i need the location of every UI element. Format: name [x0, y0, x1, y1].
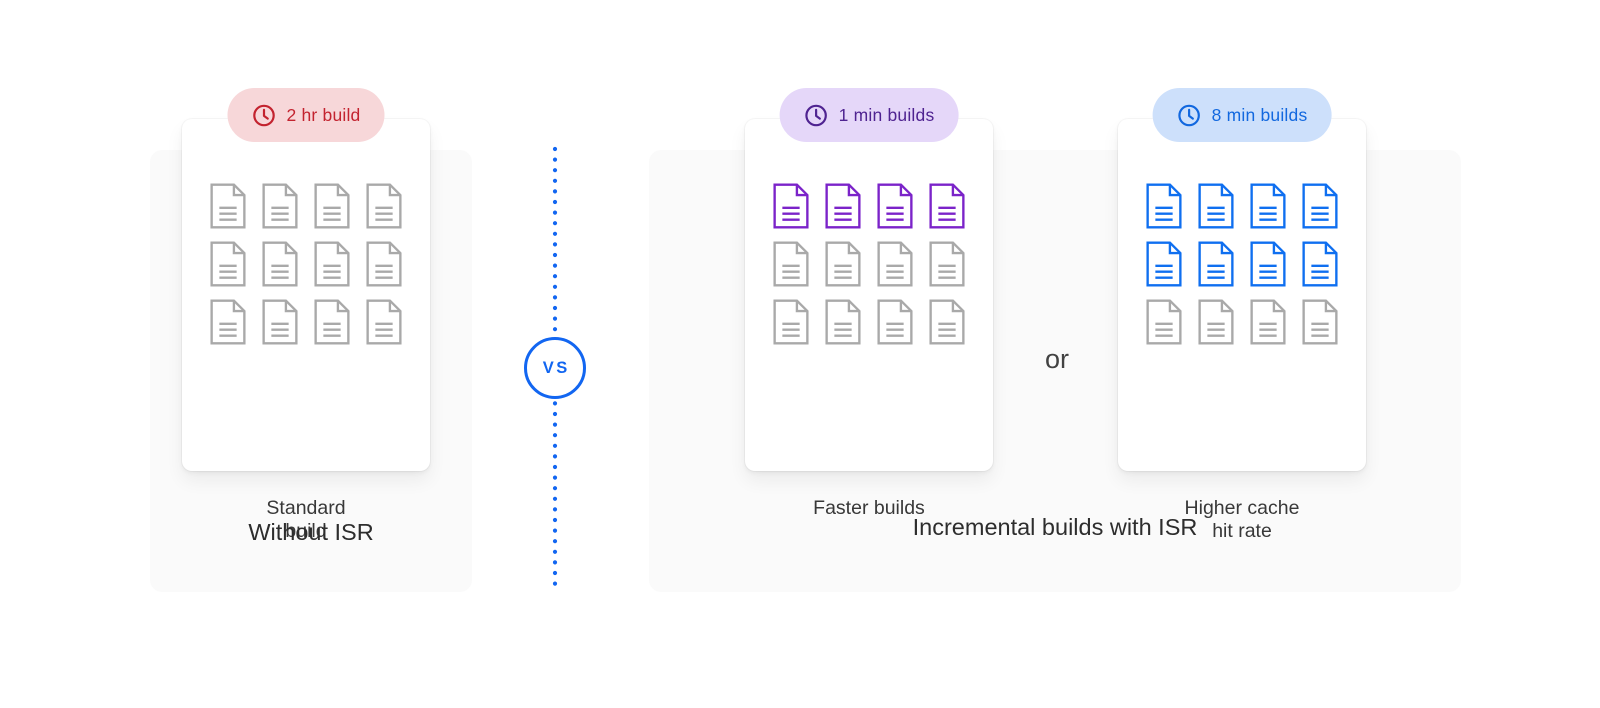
document-icon: [262, 241, 298, 287]
page-grid: [745, 182, 993, 346]
document-icon: [1146, 241, 1182, 287]
page-grid: [1118, 182, 1366, 346]
document-icon: [1146, 299, 1182, 345]
document-icon: [1198, 241, 1234, 287]
document-icon: [929, 183, 965, 229]
without-isr-caption: Without ISR: [248, 519, 374, 545]
document-icon: [773, 241, 809, 287]
vs-divider: VS: [524, 144, 586, 596]
document-icon: [877, 183, 913, 229]
document-icon: [877, 299, 913, 345]
document-icon: [773, 299, 809, 345]
document-icon: [1198, 183, 1234, 229]
document-icon: [1250, 183, 1286, 229]
document-icon: [877, 241, 913, 287]
build-time-badge: 2 hr build: [227, 88, 385, 142]
card-label: Standard build: [266, 497, 346, 542]
document-icon: [210, 299, 246, 345]
card-label: Faster builds: [813, 497, 925, 519]
document-icon: [1250, 241, 1286, 287]
document-icon: [366, 183, 402, 229]
document-icon: [1302, 183, 1338, 229]
higher-cache-card: 8 min builds Higher cache hit rate: [1118, 88, 1366, 542]
document-icon: [262, 299, 298, 345]
badge-label: 1 min builds: [838, 104, 935, 125]
document-icon: [1146, 183, 1182, 229]
document-icon: [1250, 299, 1286, 345]
document-icon: [262, 183, 298, 229]
document-icon: [366, 241, 402, 287]
document-icon: [825, 241, 861, 287]
document-icon: [314, 183, 350, 229]
vs-badge: VS: [524, 337, 586, 399]
document-icon: [825, 299, 861, 345]
clock-icon: [253, 104, 275, 126]
document-icon: [210, 241, 246, 287]
document-icon: [1302, 241, 1338, 287]
standard-build-card: 2 hr build Standard build: [182, 88, 430, 542]
build-time-badge: 8 min builds: [1152, 88, 1332, 142]
clock-icon: [1178, 104, 1200, 126]
badge-label: 8 min builds: [1211, 104, 1308, 125]
document-icon: [825, 183, 861, 229]
document-icon: [1198, 299, 1234, 345]
document-icon: [210, 183, 246, 229]
card-label: Higher cache hit rate: [1184, 497, 1300, 542]
document-icon: [314, 299, 350, 345]
document-icon: [1302, 299, 1338, 345]
badge-label: 2 hr build: [286, 104, 361, 125]
with-isr-caption: Incremental builds with ISR: [912, 514, 1198, 540]
build-time-badge: 1 min builds: [779, 88, 959, 142]
document-icon: [929, 299, 965, 345]
clock-icon: [805, 104, 827, 126]
or-connector: or: [1044, 344, 1069, 374]
document-icon: [366, 299, 402, 345]
document-icon: [929, 241, 965, 287]
page-grid: [182, 182, 430, 346]
document-icon: [773, 183, 809, 229]
faster-builds-card: 1 min builds Faster builds: [745, 88, 993, 519]
document-icon: [314, 241, 350, 287]
